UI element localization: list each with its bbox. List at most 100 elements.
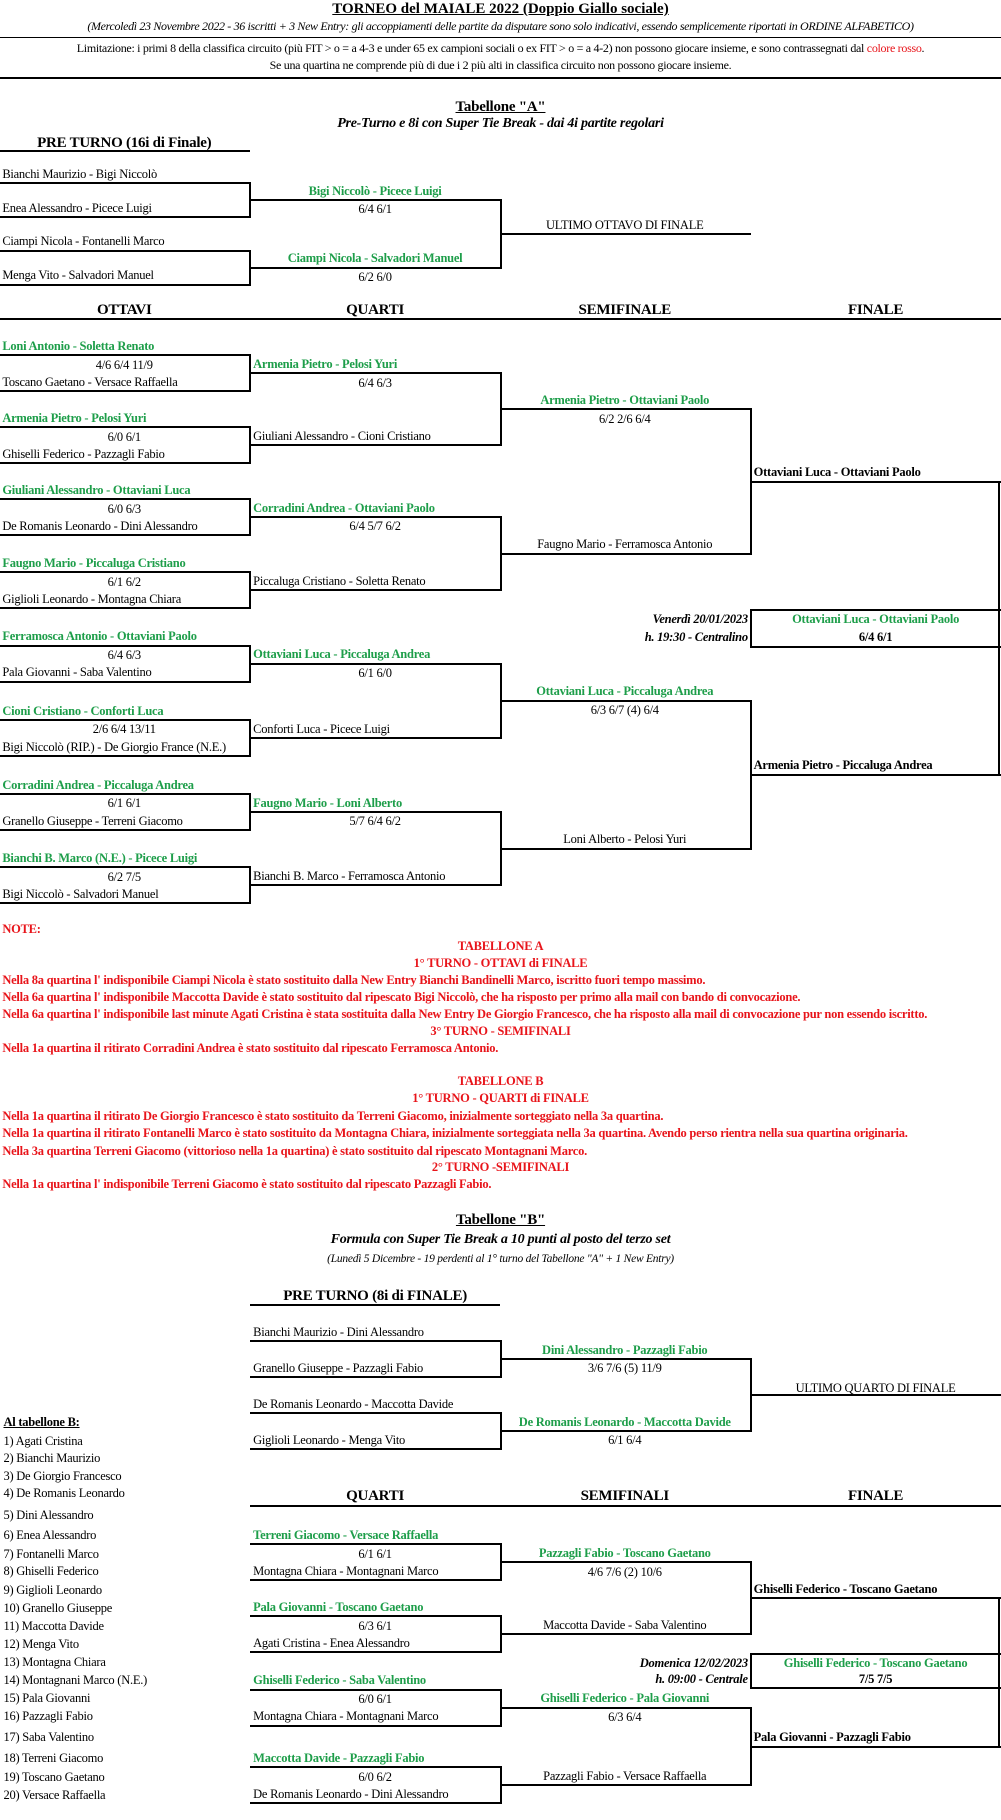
quarto-score: 6/1 6/0 [358, 665, 392, 680]
ottavo-score: 6/1 6/1 [107, 796, 142, 811]
bracket-line [751, 480, 1001, 483]
semifinale-score: 6/3 6/7 (4) 6/4 [590, 702, 659, 717]
ottavo-winner: Giuliani Alessandro - Ottaviani Luca [2, 482, 191, 497]
ottavo-winner: Bianchi B. Marco (N.E.) - Picece Luigi [2, 851, 198, 866]
note-line: Nella 1a quartina il ritirato De Giorgio… [2, 1108, 664, 1123]
preturno-a-next-label: ULTIMO OTTAVO DI FINALE [546, 218, 704, 233]
semifinale-b-score: 4/6 7/6 (2) 10/6 [587, 1564, 662, 1579]
preturno-a-winner: Ciampi Nicola - Salvadori Manuel [287, 251, 463, 266]
finalist: Pala Giovanni - Pazzagli Fabio [753, 1730, 911, 1745]
bracket-line [0, 318, 1001, 321]
ottavo-score: 6/4 6/3 [107, 647, 142, 662]
bracket-line [0, 249, 250, 252]
player-list-item: 12) Menga Vito [3, 1637, 79, 1652]
note-line: Nella 3a quartina Terreni Giacomo (vitto… [2, 1143, 587, 1158]
final-date: Venerdì 20/01/2023 [652, 611, 748, 626]
ottavo-opponent: De Romanis Leonardo - Dini Alessandro [2, 518, 198, 533]
quarto-winner: Armenia Pietro - Pelosi Yuri [253, 356, 398, 371]
bracket-line [249, 1412, 501, 1415]
ottavo-opponent: Bigi Niccolò - Salvadori Manuel [2, 887, 159, 902]
final-time: h. 09:00 - Centrale [655, 1672, 748, 1687]
bracket-line [0, 216, 250, 219]
notes-section-title: 1° TURNO - OTTAVI di FINALE [413, 955, 588, 970]
preturno-a-score: 6/4 6/1 [358, 202, 392, 217]
bracket-b-note: (Lunedì 5 Dicembre - 19 perdenti al 1° t… [327, 1252, 674, 1265]
semifinale-opponent: Loni Alberto - Pelosi Yuri [563, 832, 687, 847]
semifinale-opponent: Faugno Mario - Ferramosca Antonio [537, 537, 713, 552]
ottavo-winner: Faugno Mario - Piccaluga Cristiano [2, 556, 186, 571]
quarto-b-score: 6/0 6/1 [358, 1691, 392, 1706]
bracket-line [750, 608, 753, 648]
bracket-line [0, 680, 250, 683]
bracket-line [500, 1633, 752, 1636]
quarto-score: 6/4 5/7 6/2 [349, 519, 401, 534]
quarto-b-score: 6/3 6/1 [358, 1618, 392, 1633]
bracket-line [0, 571, 250, 574]
bracket-line [751, 773, 1001, 776]
ottavo-score: 2/6 6/4 13/11 [92, 722, 156, 737]
final-score: 7/5 7/5 [858, 1672, 893, 1687]
bracket-line [249, 1448, 501, 1451]
ottavo-winner: Corradini Andrea - Piccaluga Andrea [2, 777, 194, 792]
ottavo-opponent: Ghiselli Federico - Pazzagli Fabio [2, 446, 165, 461]
bracket-line [997, 1597, 1000, 1748]
divider [0, 77, 1001, 79]
bracket-line [751, 1597, 1001, 1600]
preturno-a-pair: Enea Alessandro - Picece Luigi [2, 200, 152, 215]
bracket-line [751, 1652, 1001, 1655]
player-list-item: 14) Montagnani Marco (N.E.) [3, 1673, 148, 1688]
bracket-line [249, 1651, 501, 1654]
bracket-line [0, 829, 250, 832]
divider [0, 37, 1001, 38]
preturno-a-heading: PRE TURNO (16i di Finale) [37, 134, 212, 151]
bracket-line [0, 498, 250, 501]
round-header-a: SEMIFINALE [578, 301, 672, 318]
round-header-b: QUARTI [346, 1487, 405, 1504]
quarto-b-score: 6/1 6/1 [358, 1546, 392, 1561]
player-list-item: 11) Maccotta Davide [3, 1618, 104, 1633]
ottavo-opponent: Granello Giuseppe - Terreni Giacomo [2, 813, 183, 828]
bracket-line [249, 1802, 501, 1805]
quarto-b-winner: Terreni Giacomo - Versace Raffaella [253, 1528, 439, 1543]
tournament-winner: Ghiselli Federico - Toscano Gaetano [783, 1655, 968, 1670]
round-header-a: FINALE [847, 301, 904, 318]
bracket-line [249, 516, 501, 519]
notes-section-title: 1° TURNO - QUARTI di FINALE [412, 1091, 589, 1106]
semifinale-score: 6/2 2/6 6/4 [599, 411, 651, 426]
round-header-a: QUARTI [346, 301, 405, 318]
note-line: Nella 1a quartina il ritirato Fontanelli… [2, 1126, 908, 1141]
preturno-a-winner: Bigi Niccolò - Picece Luigi [308, 183, 442, 198]
bracket-line [249, 736, 501, 739]
bracket-line [0, 607, 250, 610]
bracket-line [500, 552, 752, 555]
bracket-line [500, 1561, 752, 1564]
preturno-b-score: 3/6 7/6 (5) 11/9 [587, 1361, 662, 1376]
bracket-line [500, 847, 752, 850]
bracket-b-subtitle: Formula con Super Tie Break a 10 punti a… [330, 1232, 671, 1248]
bracket-line [500, 408, 752, 411]
bracket-line [500, 232, 752, 235]
notes-section-title: 3° TURNO - SEMIFINALI [430, 1024, 571, 1039]
limitation-end: . [921, 41, 925, 55]
bracket-b-title: Tabellone "B" [455, 1212, 546, 1229]
document-title: TORNEO del MAIALE 2022 (Doppio Giallo so… [332, 1, 669, 17]
preturno-b-pair: Bianchi Maurizio - Dini Alessandro [253, 1324, 424, 1339]
player-list-item: 6) Enea Alessandro [3, 1528, 97, 1543]
bracket-line [249, 1505, 1001, 1508]
bracket-line [249, 589, 501, 592]
bracket-line [249, 1579, 501, 1582]
ottavo-winner: Loni Antonio - Soletta Renato [2, 338, 155, 353]
semifinale-b-winner: Ghiselli Federico - Pala Giovanni [540, 1691, 710, 1706]
bracket-line [249, 662, 501, 665]
quarto-opponent: Piccaluga Cristiano - Soletta Renato [253, 574, 426, 589]
bracket-line [249, 884, 501, 887]
note-line: Nella 1a quartina il ritirato Corradini … [2, 1041, 499, 1056]
bracket-a-subtitle: Pre-Turno e 8i con Super Tie Break - dai… [337, 116, 664, 132]
bracket-line [249, 1766, 501, 1769]
bracket-line [249, 811, 501, 814]
player-list-item: 10) Granello Giuseppe [3, 1601, 113, 1616]
preturno-b-pair: Granello Giuseppe - Pazzagli Fabio [253, 1360, 424, 1375]
semifinale-b-opponent: Maccotta Davide - Saba Valentino [543, 1618, 707, 1633]
limitation-main: Limitazione: i primi 8 della classifica … [76, 41, 867, 55]
quarto-b-winner: Ghiselli Federico - Saba Valentino [253, 1673, 426, 1688]
